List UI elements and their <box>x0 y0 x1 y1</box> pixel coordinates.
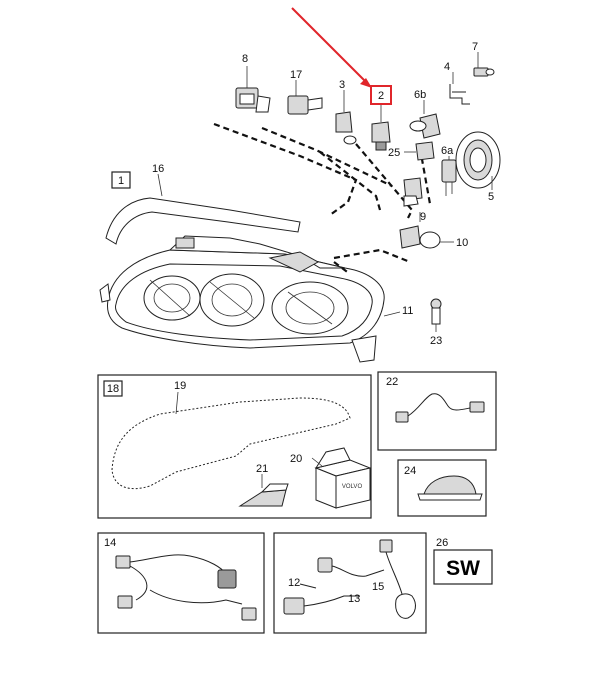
callout-3: 3 <box>339 79 345 91</box>
callout-23: 23 <box>430 335 442 347</box>
part-4-clip <box>449 72 470 105</box>
part-23-screw <box>430 298 442 332</box>
callout-6a: 6a <box>441 145 454 157</box>
part-25-clip <box>404 141 435 161</box>
callout-25: 25 <box>388 147 400 159</box>
part-10-bulb <box>399 212 454 249</box>
callout-2-highlighted: 2 <box>370 85 392 105</box>
kit-box-22: 22 <box>377 371 497 451</box>
callout-11: 11 <box>402 305 413 317</box>
callout-8: 8 <box>242 53 248 65</box>
sw-label: SW <box>446 557 480 580</box>
part-2-bulb <box>371 104 391 151</box>
kit-box-15: 12 13 15 <box>273 532 427 634</box>
callout-6b: 6b <box>414 89 426 101</box>
callout-12: 12 <box>288 577 300 589</box>
callout-10: 10 <box>456 237 468 249</box>
svg-text:18: 18 <box>107 383 119 395</box>
kit-box-18: 18 19 21 VOLVO 20 <box>97 374 372 519</box>
part-8-unit <box>235 66 271 113</box>
part-7-bulb <box>473 52 495 77</box>
callout-21: 21 <box>256 463 268 475</box>
kit-box-14: 14 <box>97 532 265 634</box>
callout-labels: 8 17 3 4 7 6b 25 6a 5 9 10 11 23 16 <box>152 41 494 347</box>
callout-16: 16 <box>152 163 164 175</box>
part-6b-bulb <box>409 100 441 139</box>
callout-24: 24 <box>404 465 416 477</box>
part-17-connector <box>287 80 323 115</box>
headlamp-housing <box>99 235 385 363</box>
callout-19: 19 <box>174 380 186 392</box>
part-9-bulb <box>403 177 423 207</box>
svg-text:2: 2 <box>378 90 384 102</box>
volvo-box-label: VOLVO <box>342 484 363 490</box>
kit-box-26: 26 SW <box>433 537 493 585</box>
part-5-cover <box>455 131 501 190</box>
callout-20: 20 <box>290 453 302 465</box>
kit-box-24: 24 <box>397 459 487 517</box>
callout-5: 5 <box>488 191 494 203</box>
svg-text:1: 1 <box>118 175 124 187</box>
part-6a-socket <box>441 156 457 196</box>
trim-strip <box>105 197 301 245</box>
callout-14: 14 <box>104 537 116 549</box>
callout-13: 13 <box>348 593 360 605</box>
leader-11 <box>383 311 401 317</box>
red-pointer-arrow <box>291 7 372 88</box>
callout-9: 9 <box>420 211 426 223</box>
callout-26: 26 <box>436 537 448 549</box>
callout-22: 22 <box>386 376 398 388</box>
callout-17: 17 <box>290 69 302 81</box>
callout-7: 7 <box>472 41 478 53</box>
part-3-bulb <box>335 90 357 145</box>
connection-lines <box>213 122 432 275</box>
callout-15: 15 <box>372 581 384 593</box>
callout-4: 4 <box>444 61 450 73</box>
callout-box-1: 1 <box>111 171 131 189</box>
